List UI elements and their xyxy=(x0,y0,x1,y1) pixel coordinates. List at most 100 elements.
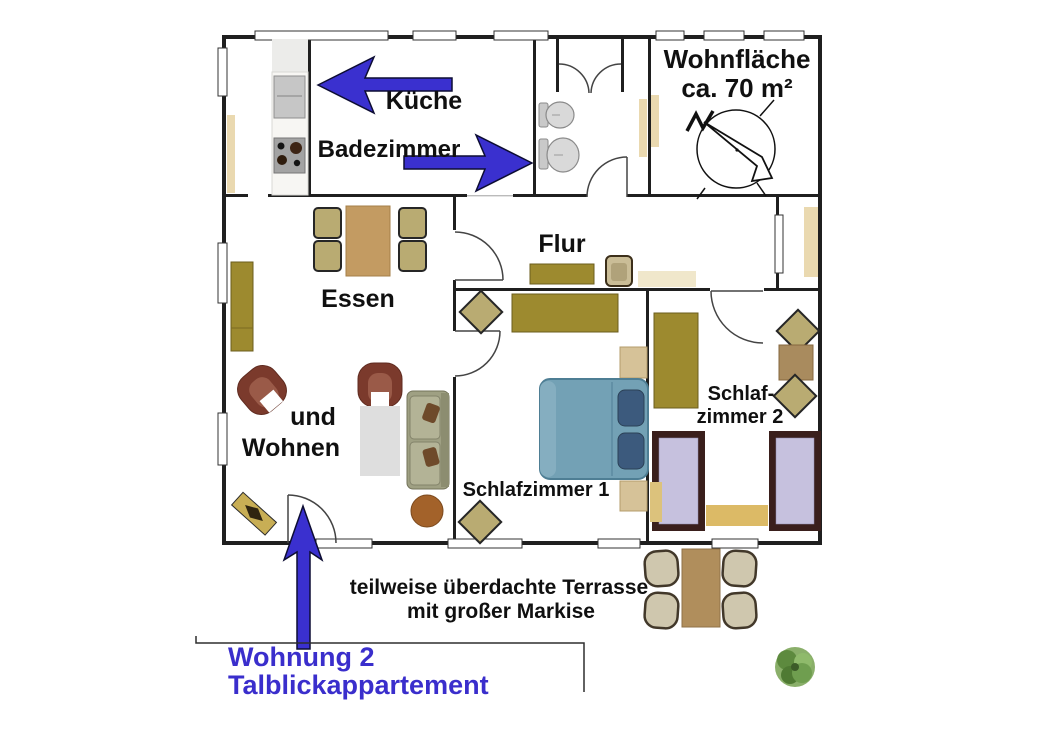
toilet-icon xyxy=(538,101,575,129)
wohnen-label-line1: und xyxy=(290,403,336,431)
apartment-title-line2: Talblickappartement xyxy=(228,670,489,700)
sideboard xyxy=(529,263,595,285)
window xyxy=(315,538,373,549)
badezimmer-label: Badezimmer xyxy=(318,136,461,163)
stove-icon xyxy=(273,137,306,174)
sideboard xyxy=(230,261,254,352)
wohnen-label-line2: Wohnen xyxy=(242,434,340,462)
window xyxy=(493,30,549,41)
radiator xyxy=(804,207,818,277)
walls xyxy=(222,35,822,545)
bathroom-fixtures xyxy=(538,99,647,173)
schlafzimmer2-label-line1: Schlaf- xyxy=(708,383,775,405)
badezimmer-arrow-right-icon xyxy=(403,133,534,193)
wardrobe xyxy=(511,293,619,333)
nightstand xyxy=(650,482,662,522)
nightstand xyxy=(619,346,648,379)
rug xyxy=(360,406,400,476)
window xyxy=(447,538,523,549)
doors xyxy=(287,63,784,544)
nightstand xyxy=(619,480,648,512)
window xyxy=(217,47,228,97)
terrace-chair xyxy=(721,591,758,630)
terrace-label-line1: teilweise überdachte Terrasse xyxy=(350,576,648,599)
kitchen-unit xyxy=(227,39,309,196)
bedroom1-furniture xyxy=(457,289,649,545)
window xyxy=(217,242,228,304)
fridge-icon xyxy=(273,75,306,119)
terrace-chair xyxy=(643,591,680,630)
window xyxy=(254,30,389,41)
apartment-title-line1: Wohnung 2 xyxy=(228,642,374,672)
window xyxy=(763,30,805,41)
window xyxy=(597,538,641,549)
double-bed xyxy=(539,378,649,480)
sofa xyxy=(406,390,450,490)
armchair xyxy=(237,365,287,415)
hall-furniture xyxy=(529,207,818,287)
flur-label: Flur xyxy=(538,230,585,258)
pillow xyxy=(422,402,440,424)
side-table xyxy=(778,344,814,381)
essen-label: Essen xyxy=(321,285,395,313)
armchair xyxy=(357,362,403,408)
chair xyxy=(772,373,818,419)
kueche-arrow-left-icon xyxy=(316,55,453,115)
dining-chair xyxy=(313,240,342,272)
windows xyxy=(217,30,805,549)
entrance-arrow-up-icon xyxy=(282,503,324,650)
tree-icon xyxy=(775,647,815,687)
pillow xyxy=(422,447,440,467)
title-box-border xyxy=(195,636,585,692)
area-note-line1: Wohnfläche xyxy=(664,44,811,74)
shower-doors-icon xyxy=(558,63,622,94)
radiator xyxy=(651,95,659,147)
dining-chair xyxy=(313,207,342,239)
single-bed xyxy=(769,431,821,531)
single-bed xyxy=(652,431,705,531)
sink-icon xyxy=(538,137,580,173)
area-note-line2: ca. 70 m² xyxy=(681,73,793,103)
terrace-table xyxy=(681,548,721,628)
wardrobe xyxy=(653,312,699,409)
terrace-chair xyxy=(721,549,758,588)
compass-room xyxy=(651,95,776,200)
coffee-table xyxy=(410,494,444,528)
bench xyxy=(230,491,278,536)
dining-chair xyxy=(398,240,427,272)
annotation-arrows xyxy=(282,55,534,650)
schlafzimmer1-label: Schlafzimmer 1 xyxy=(463,479,610,501)
chair xyxy=(458,289,504,335)
hall-end-door xyxy=(774,214,784,274)
bedroom2-furniture xyxy=(650,308,821,531)
entrance-door xyxy=(287,494,337,544)
terrace-label-line2: mit großer Markise xyxy=(407,600,595,623)
schlafzimmer2-door xyxy=(710,290,764,344)
badezimmer-door xyxy=(586,156,628,198)
dining-table xyxy=(345,205,391,277)
dining-chair xyxy=(398,207,427,239)
kueche-label: Küche xyxy=(386,87,463,115)
schlafzimmer2-label-line2: zimmer 2 xyxy=(697,406,784,428)
terrace-furniture xyxy=(643,548,815,687)
flur-door xyxy=(454,231,504,281)
window xyxy=(655,30,685,41)
schlafzimmer1-door xyxy=(454,330,501,377)
runner-rug xyxy=(638,271,696,287)
rug xyxy=(706,505,768,526)
dining-living-furniture xyxy=(230,205,450,536)
pillow xyxy=(617,389,645,427)
radiator xyxy=(227,115,235,193)
window xyxy=(217,412,228,466)
window xyxy=(703,30,745,41)
chair xyxy=(775,308,821,354)
window xyxy=(412,30,457,41)
compass-rose-icon xyxy=(685,99,776,200)
pillow xyxy=(617,432,645,470)
radiator xyxy=(639,99,647,157)
room-labels: Küche Badezimmer Wohnfläche ca. 70 m² Fl… xyxy=(228,44,810,700)
chair xyxy=(457,499,503,545)
chair xyxy=(605,255,633,287)
